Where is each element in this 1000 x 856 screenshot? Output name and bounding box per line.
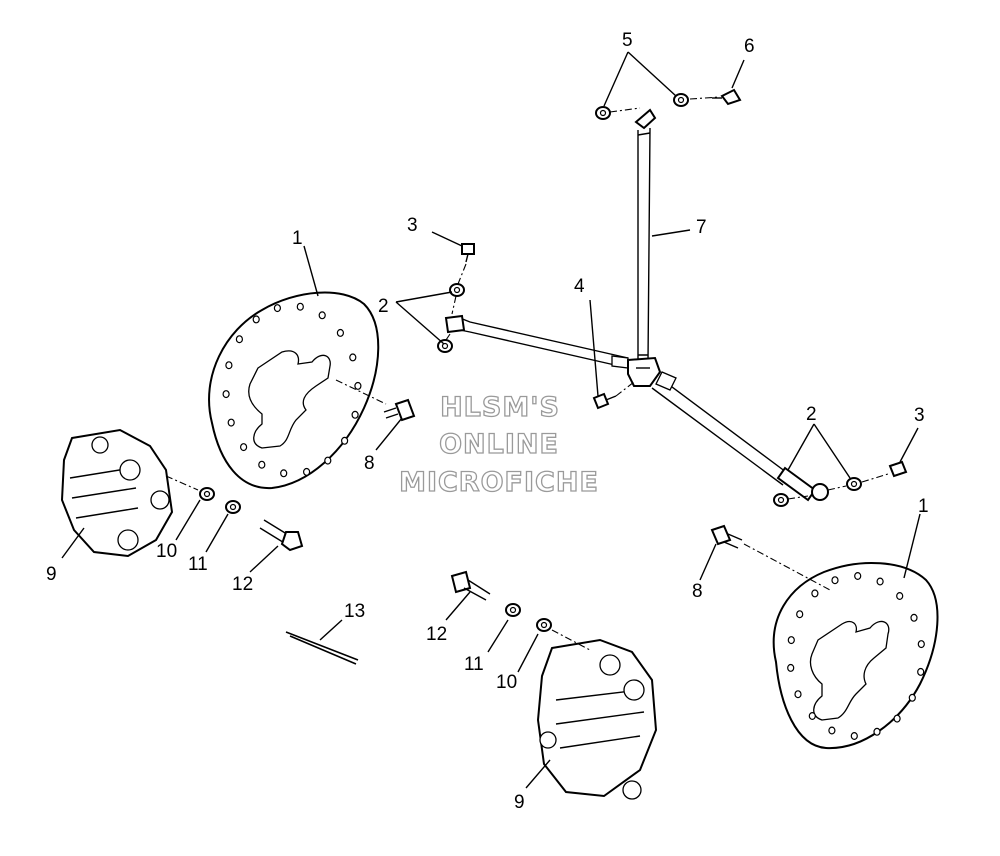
callout-5: 5 [622,30,633,51]
disc-hole [252,315,260,324]
cable-tie-13[interactable] [285,631,359,665]
disc-hole [324,456,332,465]
brake-caliper-left[interactable] [60,428,174,558]
disc-hole [787,636,795,645]
banjo-bolt-3-right[interactable] [888,460,908,478]
washer-2-left-bottom[interactable] [437,339,453,353]
washer-11-left[interactable] [225,500,241,514]
callout-2-right: 2 [806,404,817,425]
disc-hole [351,410,359,419]
brake-disc-left[interactable] [208,291,380,490]
bolt-4[interactable] [592,392,617,410]
banjo-bolt-6[interactable] [712,88,742,106]
brake-tee-junction[interactable] [627,356,662,387]
disc-hole [318,311,326,320]
callout-10-left: 10 [156,541,177,562]
callout-9-left: 9 [46,564,57,585]
leader-lines [61,51,921,789]
callout-2-left: 2 [378,296,389,317]
watermark-line-2: ONLINE [439,429,559,460]
watermark-line-3: MICROFICHE [399,467,599,498]
brake-hose-7[interactable] [634,108,657,363]
disc-hole [225,361,233,370]
washer-5-right[interactable] [673,93,689,107]
disc-hole [296,302,304,311]
washer-5-left[interactable] [595,106,611,120]
disc-hole [794,690,802,699]
disc-hole [873,727,881,736]
disc-hole [787,663,795,672]
disc-hole [222,390,230,399]
disc-hole [828,726,836,735]
disc-hole [908,693,916,702]
washer-2-right-bottom[interactable] [773,493,789,507]
callout-12-left: 12 [232,574,253,595]
washer-2-left-top[interactable] [449,283,465,297]
bolt-8-right[interactable] [710,524,743,549]
disc-hole [235,335,243,344]
bolt-12-bottom[interactable] [450,570,491,601]
callout-6: 6 [744,36,755,57]
disc-hole [796,610,804,619]
disc-hole [341,436,349,445]
disc-hole [240,443,248,452]
callout-8-left: 8 [364,453,375,474]
disc-hole [808,711,816,720]
disc-hole [280,469,288,478]
washer-2-right-top[interactable] [846,477,862,491]
callout-11-left: 11 [188,554,208,575]
disc-hole [349,353,357,362]
disc-hole [854,571,862,580]
washer-10-left[interactable] [199,487,215,501]
callout-4: 4 [574,276,585,297]
callout-11-bottom: 11 [464,654,484,675]
brake-caliper-bottom[interactable] [536,638,658,800]
disc-hole [831,576,839,585]
disc-hole [258,460,266,469]
watermark-line-1: HLSM'S [440,392,560,423]
callout-12-bottom: 12 [426,624,447,645]
brake-disc-right[interactable] [772,562,939,750]
callout-3-left: 3 [407,215,418,236]
disc-hole [227,418,235,427]
watermark: HLSM'S ONLINE MICROFICHE [398,391,599,498]
banjo-bolt-3-left[interactable] [461,243,475,263]
disc-hole [336,328,344,337]
callout-3-right: 3 [914,405,925,426]
callout-10-bottom: 10 [496,672,517,693]
bolt-8-left[interactable] [383,398,416,422]
brake-line-right[interactable] [651,371,829,502]
disc-hole [917,667,925,676]
disc-hole [273,304,281,313]
callout-8-right: 8 [692,581,703,602]
callout-1-left: 1 [292,228,303,249]
callout-13: 13 [344,601,365,622]
brake-line-left[interactable] [444,314,629,369]
disc-hole [893,714,901,723]
disc-hole [876,577,884,586]
disc-hole [303,467,311,476]
disc-hole [917,640,925,649]
callout-1-right: 1 [918,496,929,517]
disc-hole [354,381,362,390]
disc-hole [896,591,904,600]
disc-hole [850,731,858,740]
washer-10-bottom[interactable] [536,618,552,632]
callout-9-bottom: 9 [514,792,525,813]
callout-7: 7 [696,217,707,238]
disc-hole [910,613,918,622]
bolt-12-left[interactable] [259,519,304,552]
disc-hole [811,589,819,598]
washer-11-bottom[interactable] [505,603,521,617]
